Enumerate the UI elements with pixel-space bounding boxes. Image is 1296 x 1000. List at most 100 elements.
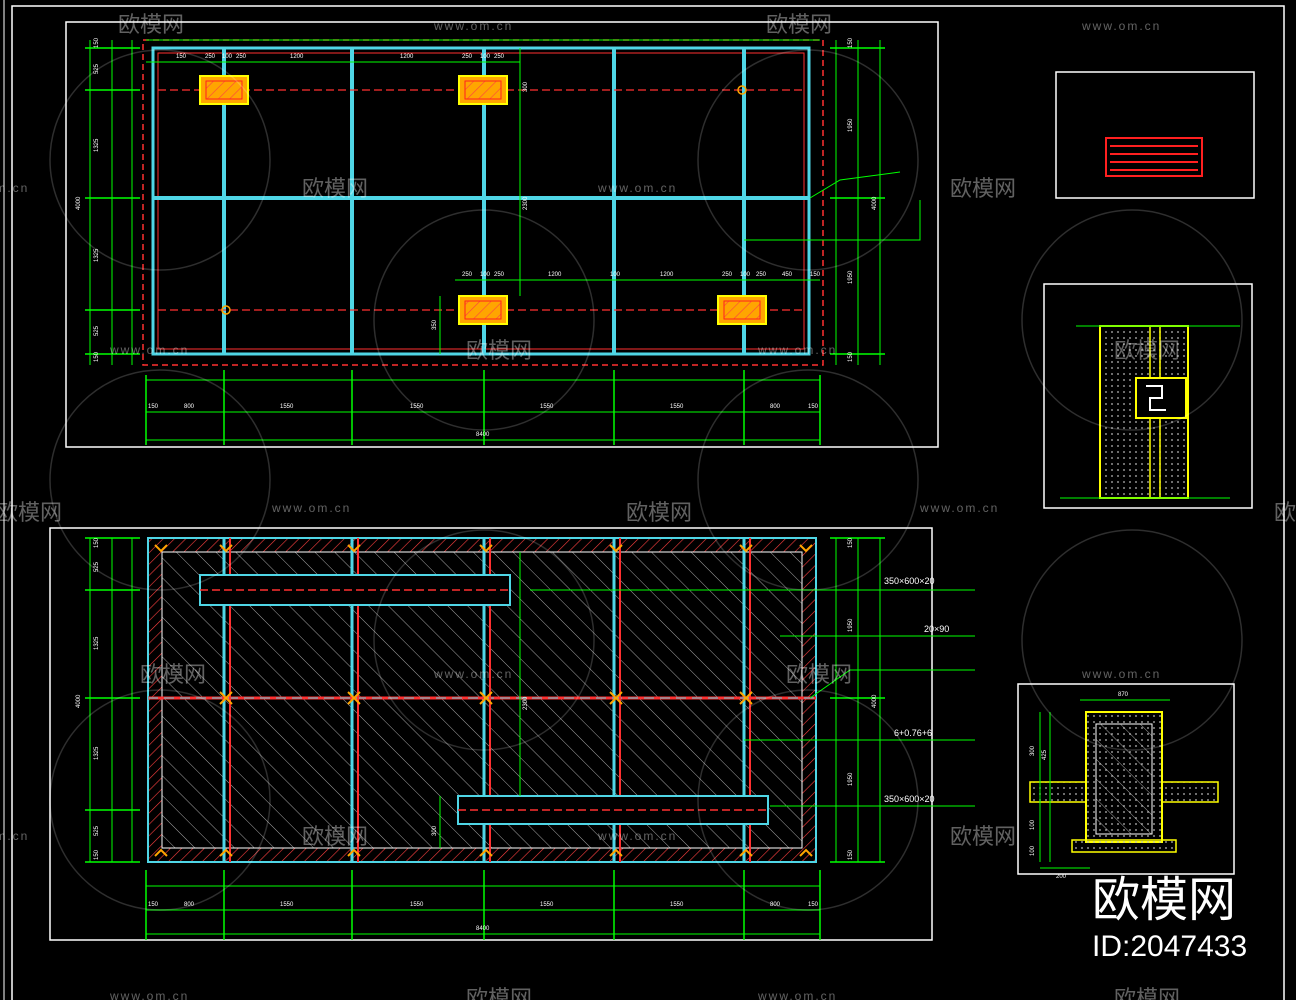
dim-mid-10: 150 [810,272,821,278]
watermark-brand: 欧模网 [0,500,62,525]
watermark-url: www.om.cn [757,989,837,1000]
dim-right-3: 150 [848,351,854,362]
detail-dim-4: 100 [1030,845,1036,856]
watermark-brand: 欧模网 [1114,986,1180,1000]
dim-top-8: 250 [494,54,505,60]
dim-left-b-4: 525 [94,825,100,836]
dim-top-0: 150 [176,54,187,60]
watermark-url: www.om.cn [109,343,189,357]
watermark-brand: 欧模网 [786,662,852,687]
dim-left-b-0: 150 [94,537,100,548]
plan-bottom: 150 800 1550 1550 1550 1550 800 150 8400… [49,527,975,941]
dim-bottom-b-6: 800 [770,902,781,908]
dim-bottom-6: 800 [770,404,781,410]
sheet-border [11,5,1285,1000]
dim-right-b-0: 150 [848,537,854,548]
plan-bottom-nodes [154,544,813,857]
dim-bottom-2: 1550 [280,404,294,410]
dim-bottom-b-1: 800 [184,902,195,908]
plan-bottom-panel-top [199,574,511,606]
watermarks: 欧模网 欧模网 欧模网 欧模网 欧模网 欧模网 欧模网 欧模网 欧模网 欧模网 … [0,12,1296,1000]
plan-top-beam-frame [151,46,811,356]
detail-dim-0: 870 [1118,692,1129,698]
dim-mid-9: 450 [782,272,793,278]
watermark-brand: 欧模网 [118,12,184,37]
watermark-brand: 欧模网 [466,338,532,363]
dim-left-b-total: 4000 [76,694,82,708]
watermark-url: www.om.cn [1081,19,1161,33]
plan-top-frame [65,21,939,448]
dim-left-4: 525 [94,325,100,336]
dim-bottom-total: 8400 [476,432,490,438]
plan-bottom-panel-bottom [457,795,769,825]
dim-left-3: 1325 [94,248,100,262]
dim-bottom-b-2: 1550 [280,902,294,908]
dim-top-1: 250 [205,54,216,60]
watermark-brand: 欧模网 [302,176,368,201]
watermark-url: www.om.cn [109,989,189,1000]
dim-right-2: 1950 [848,270,854,284]
detail-dim-2: 425 [1042,749,1048,760]
dim-mid-3: 1200 [548,272,562,278]
dim-bottom-b-3: 1550 [410,902,424,908]
logo-block: 欧模网 ID:2047433 [1092,872,1247,963]
detail-dim-3: 100 [1030,819,1036,830]
detail-dim-1: 300 [1030,745,1036,756]
dim-top-3: 250 [236,54,247,60]
dim-mid-5: 1200 [660,272,674,278]
dim-left-total: 4000 [76,196,82,210]
dim-top-2: 100 [222,54,233,60]
dim-box-height-b: 300 [432,825,438,836]
dim-mid-vertical-b: 2300 [523,696,529,710]
watermark-url: www.om.cn [433,19,513,33]
plan-top-anchor-boxes [199,75,767,325]
dim-top-4: 1200 [290,54,304,60]
dim-left-0: 150 [94,37,100,48]
dim-bottom-b-4: 1550 [540,902,554,908]
dim-bottom-3: 1550 [410,404,424,410]
logo-name: 欧模网 [1092,872,1236,928]
dim-bottom-0: 150 [148,404,159,410]
watermark-brand: 欧模网 [626,500,692,525]
detail-wall-section [1043,283,1253,509]
watermark-brand: 欧模网 [302,824,368,849]
watermark-brand: 欧模网 [950,176,1016,201]
dim-box-height: 350 [432,319,438,330]
logo-id: ID:2047433 [1092,930,1247,963]
dim-bottom-7: 150 [808,404,819,410]
dim-top-5: 1200 [400,54,414,60]
dim-bottom-5: 1550 [670,404,684,410]
dim-mid-8: 250 [756,272,767,278]
dim-bottom-b-5: 1550 [670,902,684,908]
dim-right-total: 4000 [872,196,878,210]
dim-left-b-1: 525 [94,561,100,572]
watermark-brand: 欧模网 [950,824,1016,849]
watermark-url: www.om.cn [433,667,513,681]
detail-footing-section: 870 300 425 100 100 200 [1017,683,1235,880]
dim-right-b-total: 4000 [872,694,878,708]
dim-right-1: 1950 [848,118,854,132]
watermark-url: www.om.cn [0,181,29,195]
watermark-url: www.om.cn [919,501,999,515]
watermark-url: www.om.cn [271,501,351,515]
watermark-brand: 欧模网 [766,12,832,37]
dim-left-b-3: 1325 [94,746,100,760]
dim-right-b-2: 1950 [848,772,854,786]
watermark-url: www.om.cn [597,181,677,195]
watermark-brand: 欧模网 [1274,500,1296,525]
dim-left-5: 150 [94,351,100,362]
dim-mid-2: 250 [494,272,505,278]
watermark-brand: 欧模网 [140,662,206,687]
detail-dim-5: 200 [1056,874,1067,880]
dim-bottom-b-0: 150 [148,902,159,908]
dim-top-7: 100 [480,54,491,60]
watermark-url: www.om.cn [757,343,837,357]
dim-box-width: 300 [523,81,529,92]
callout-0: 350×600×20 [884,576,935,586]
dim-right-b-3: 150 [848,849,854,860]
dim-left-2: 1325 [94,138,100,152]
dim-left-b-5: 150 [94,849,100,860]
watermark-brand: 欧模网 [466,986,532,1000]
dim-bottom-4: 1550 [540,404,554,410]
